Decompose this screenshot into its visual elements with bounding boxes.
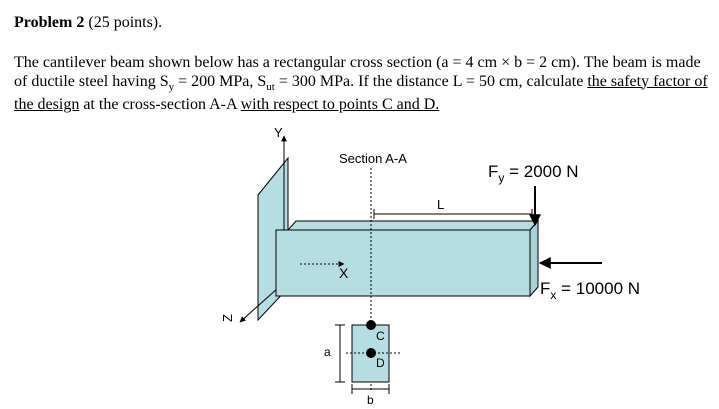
statement-text: = 200 MPa, S [174, 72, 267, 90]
point-c-label: C [376, 329, 385, 343]
beam-front-face [275, 229, 531, 297]
statement-line-3: the design at the cross-section A-A with… [14, 96, 714, 115]
force-fy-label: Fy = 2000 N [488, 162, 579, 185]
point-c-marker [366, 320, 376, 330]
underlined-phrase: the safety factor of [587, 72, 708, 90]
section-label: Section A-A [339, 151, 407, 166]
underlined-phrase: with respect to points C and D. [240, 96, 440, 114]
problem-statement: The cantilever beam shown below has a re… [14, 54, 714, 115]
statement-text: = 300 MPa. If the distance L = 50 cm, ca… [274, 72, 588, 90]
z-axis-line [239, 287, 279, 323]
x-axis-label: X [339, 265, 349, 281]
y-axis-label: Y [274, 125, 283, 140]
problem-label: Problem 2 [14, 14, 85, 31]
force-fx-label: Fx = 10000 N [540, 279, 640, 302]
statement-text: of ductile steel having S [14, 72, 169, 90]
subscript-ut: ut [266, 80, 275, 93]
statement-text: at the cross-section A-A [79, 96, 241, 114]
beam-top-face [286, 220, 540, 231]
point-d-marker [366, 348, 376, 358]
statement-line-2: of ductile steel having Sy = 200 MPa, Su… [14, 73, 714, 97]
dim-b-label: b [367, 393, 374, 407]
beam-end-face [529, 219, 539, 298]
problem-title: Problem 2 (25 points). [14, 14, 162, 32]
dim-a-label: a [324, 345, 331, 359]
statement-text: The cantilever beam shown below has a re… [14, 54, 701, 71]
length-label: L [437, 197, 444, 212]
z-axis-label: Z [220, 314, 235, 322]
underlined-phrase: the design [14, 96, 80, 114]
problem-points: (25 points). [88, 14, 163, 31]
subscript-y: y [168, 80, 175, 93]
statement-line-1: The cantilever beam shown below has a re… [14, 54, 714, 73]
point-d-label: D [376, 356, 385, 370]
